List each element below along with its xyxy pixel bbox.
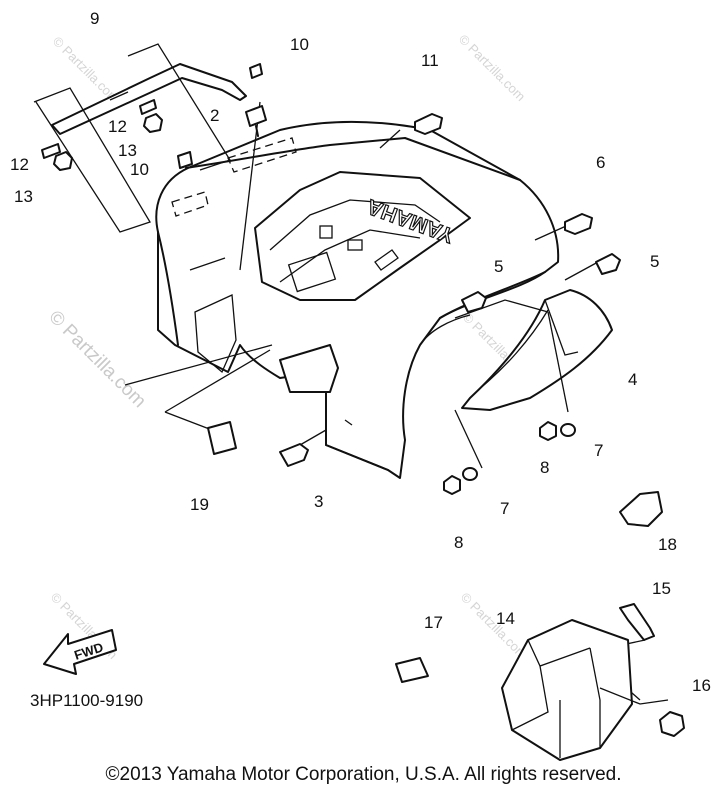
part-code: 3HP1100-9190 bbox=[30, 691, 143, 710]
fwd-arrow: FWD bbox=[43, 629, 117, 675]
callout-15: 15 bbox=[652, 579, 671, 598]
clip-12-b bbox=[41, 143, 61, 159]
callout-11: 11 bbox=[421, 51, 439, 70]
callout-8-a: 8 bbox=[540, 458, 549, 477]
callout-8-b: 8 bbox=[454, 533, 463, 552]
callout-19: 19 bbox=[190, 495, 209, 514]
callout-5-right: 5 bbox=[650, 252, 659, 271]
callout-labels: 9 10 11 2 12 13 10 12 13 6 5 5 4 7 8 7 8… bbox=[10, 9, 711, 695]
callout-18: 18 bbox=[658, 535, 677, 554]
bolt-15 bbox=[619, 603, 655, 641]
callout-17: 17 bbox=[424, 613, 443, 632]
callout-14: 14 bbox=[496, 609, 515, 628]
nut-16 bbox=[659, 711, 685, 737]
callout-2: 2 bbox=[210, 106, 219, 125]
watermark-top-left: © Partzilla.com bbox=[50, 34, 123, 107]
bolt-3 bbox=[279, 443, 309, 467]
callout-7-b: 7 bbox=[500, 499, 509, 518]
grab-bar-9 bbox=[51, 63, 247, 135]
screw-10-left bbox=[177, 151, 193, 169]
bolt-6 bbox=[564, 213, 593, 235]
callout-10-left: 10 bbox=[130, 160, 149, 179]
callout-12-a: 12 bbox=[108, 117, 127, 136]
watermark-left: © Partzilla.com bbox=[44, 307, 149, 412]
callout-3: 3 bbox=[314, 492, 323, 511]
fasteners bbox=[41, 63, 685, 737]
nut-13-a bbox=[143, 113, 163, 133]
rear-fender: YAMAHA bbox=[155, 120, 560, 479]
bolt-11 bbox=[414, 113, 443, 135]
washer-7-b bbox=[462, 467, 478, 481]
bolt-2 bbox=[245, 105, 267, 137]
callout-12-b: 12 bbox=[10, 155, 29, 174]
callout-10-top: 10 bbox=[290, 35, 309, 54]
bolt-5-mid bbox=[461, 291, 487, 313]
nut-8-a bbox=[539, 421, 557, 441]
nut-8-b bbox=[443, 475, 461, 495]
callout-13-a: 13 bbox=[118, 141, 137, 160]
plate-19 bbox=[207, 421, 237, 455]
watermark-bottom-right: © Partzilla.com bbox=[458, 590, 531, 663]
nut-13-b bbox=[53, 151, 73, 171]
callout-5-mid: 5 bbox=[494, 257, 503, 276]
mud-flap-4 bbox=[461, 289, 613, 411]
callout-13-b: 13 bbox=[14, 187, 33, 206]
callout-7-a: 7 bbox=[594, 441, 603, 460]
battery-box-14 bbox=[501, 619, 669, 761]
bolt-5-right bbox=[595, 253, 621, 275]
pad-17 bbox=[395, 657, 429, 683]
screw-10-top bbox=[249, 63, 263, 79]
clip-12-a bbox=[139, 99, 157, 115]
callout-16: 16 bbox=[692, 676, 711, 695]
callout-9: 9 bbox=[90, 9, 99, 28]
clamp-18 bbox=[619, 491, 663, 527]
washer-7-a bbox=[560, 423, 576, 437]
callout-6: 6 bbox=[596, 153, 605, 172]
callout-4: 4 bbox=[628, 370, 637, 389]
copyright-footer: ©2013 Yamaha Motor Corporation, U.S.A. A… bbox=[105, 764, 622, 785]
watermark-top-right: © Partzilla.com bbox=[456, 32, 529, 105]
